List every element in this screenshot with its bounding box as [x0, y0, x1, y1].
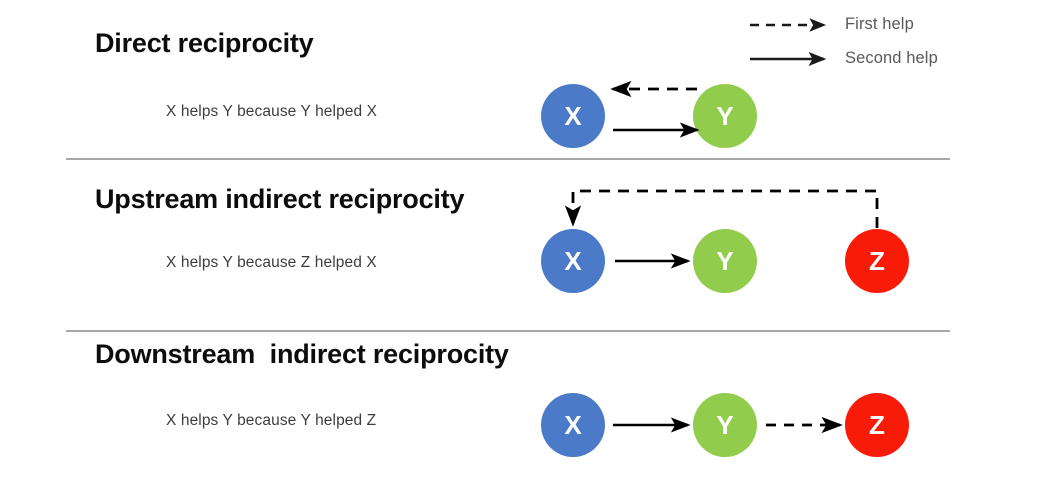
legend-item-second-help: Second help: [748, 42, 1038, 76]
node-label: Z: [869, 410, 885, 440]
node-label: Y: [716, 246, 734, 276]
node-x-direct: X: [541, 84, 605, 148]
section-title-upstream: Upstream indirect reciprocity: [95, 184, 465, 214]
node-label: Z: [869, 246, 885, 276]
legend-label-second-help: Second help: [845, 49, 938, 67]
node-label: Y: [716, 410, 734, 440]
node-y-direct: Y: [693, 84, 757, 148]
section-caption-upstream: X helps Y because Z helped X: [166, 254, 377, 271]
node-y-upstream: Y: [693, 229, 757, 293]
dashed-arrow-icon: [750, 18, 827, 32]
node-label: X: [564, 101, 582, 131]
node-z-downstream: Z: [845, 393, 909, 457]
node-label: X: [564, 410, 582, 440]
section-title-direct: Direct reciprocity: [95, 28, 314, 58]
legend: First help Second help: [748, 8, 1038, 76]
node-z-upstream: Z: [845, 229, 909, 293]
node-x-upstream: X: [541, 229, 605, 293]
node-y-downstream: Y: [693, 393, 757, 457]
section-title-downstream: Downstream indirect reciprocity: [95, 339, 509, 369]
divider-2: [66, 330, 950, 332]
legend-item-first-help: First help: [748, 8, 1038, 42]
node-x-downstream: X: [541, 393, 605, 457]
edge-first-help-upstream: [564, 189, 879, 228]
legend-label-first-help: First help: [845, 15, 914, 33]
node-label: Y: [716, 101, 734, 131]
node-label: X: [564, 246, 582, 276]
divider-1: [66, 158, 950, 160]
section-caption-direct: X helps Y because Y helped X: [166, 103, 378, 120]
solid-arrow-icon: [750, 52, 827, 66]
section-caption-downstream: X helps Y because Y helped Z: [166, 412, 377, 429]
